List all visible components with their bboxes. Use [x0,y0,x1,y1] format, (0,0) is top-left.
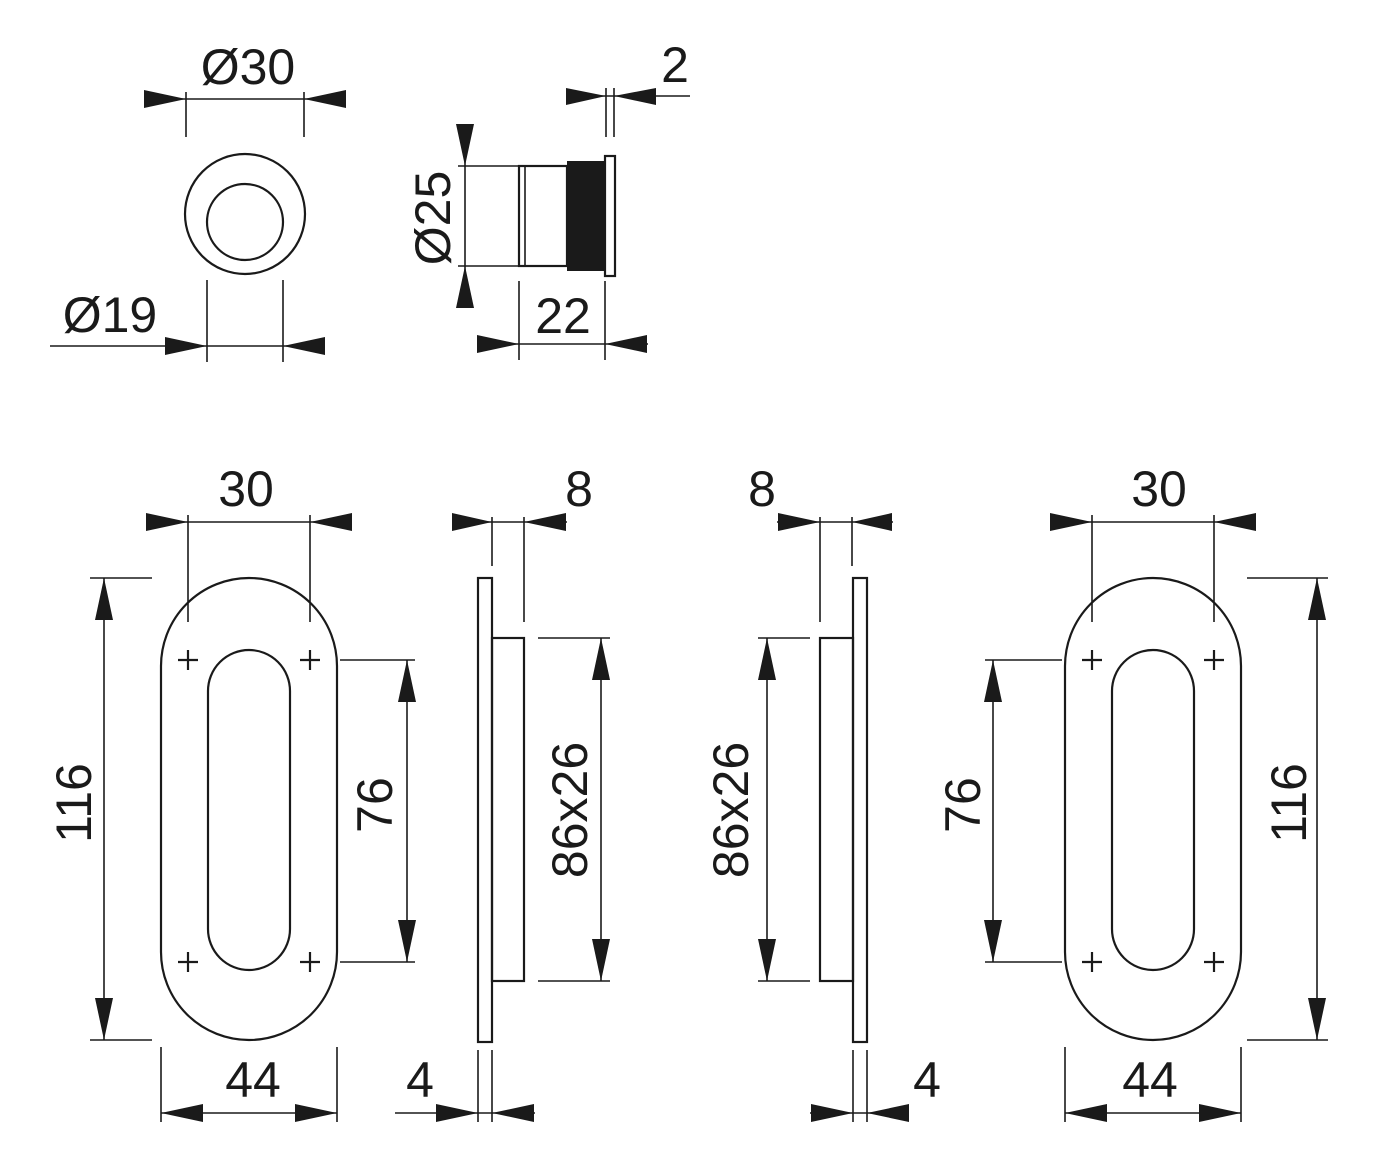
left-dimension-depth-top: 8 [452,461,593,622]
right-dimension-width-bottom: 44 [1064,1047,1242,1122]
screw-hole-marks [178,650,320,972]
inner-diameter-label: Ø19 [63,287,158,343]
left-dimension-width-top: 30 [146,461,352,622]
dimension-cylinder-length: 22 [477,281,648,360]
outer-diameter-label: Ø30 [201,39,296,95]
left-hole-spacing-label: 76 [347,777,403,833]
left-oval-plate-front-view [159,576,339,1042]
right-recess-label: 86x26 [703,742,759,878]
right-dimension-height-total: 116 [1247,577,1328,1041]
dimension-outer-diameter: Ø30 [144,39,346,137]
left-plate-thickness-label: 4 [406,1052,434,1108]
left-height-total-label: 116 [46,763,102,843]
left-width-bottom-label: 44 [225,1052,281,1108]
right-height-total-label: 116 [1261,763,1317,843]
right-dimension-hole-spacing: 76 [935,659,1062,963]
round-rosette-front-view [183,152,307,276]
right-width-bottom-label: 44 [1122,1052,1178,1108]
right-width-top-label: 30 [1131,461,1187,517]
right-depth-top-label: 8 [748,461,776,517]
left-dimension-width-bottom: 44 [160,1047,338,1122]
dimension-flange-thickness: 2 [566,37,690,137]
right-dimension-width-top: 30 [1050,461,1256,622]
left-dimension-height-total: 116 [46,577,152,1041]
left-depth-top-label: 8 [565,461,593,517]
left-dimension-plate-thickness: 4 [395,1050,535,1122]
left-dimension-hole-spacing: 76 [340,659,416,963]
cylinder-diameter-label: Ø25 [405,171,461,266]
left-recess-label: 86x26 [542,742,598,878]
right-dimension-recess: 86x26 [703,637,810,982]
left-dimension-recess: 86x26 [538,637,610,982]
dimension-inner-diameter: Ø19 [50,280,325,362]
cylinder-length-label: 22 [535,288,591,344]
left-width-top-label: 30 [218,461,274,517]
right-plate-thickness-label: 4 [913,1052,941,1108]
dimension-cylinder-diameter: Ø25 [405,124,519,308]
right-dimension-depth-top: 8 [748,461,893,622]
screw-hole-marks [1082,650,1224,972]
flange-thickness-label: 2 [661,37,689,93]
right-dimension-plate-thickness: 4 [810,1050,941,1122]
cylinder-side-view [517,154,617,278]
left-plate-side-view [476,576,526,1044]
right-hole-spacing-label: 76 [935,777,991,833]
right-plate-side-view [818,576,869,1044]
right-oval-plate-front-view [1063,576,1243,1042]
